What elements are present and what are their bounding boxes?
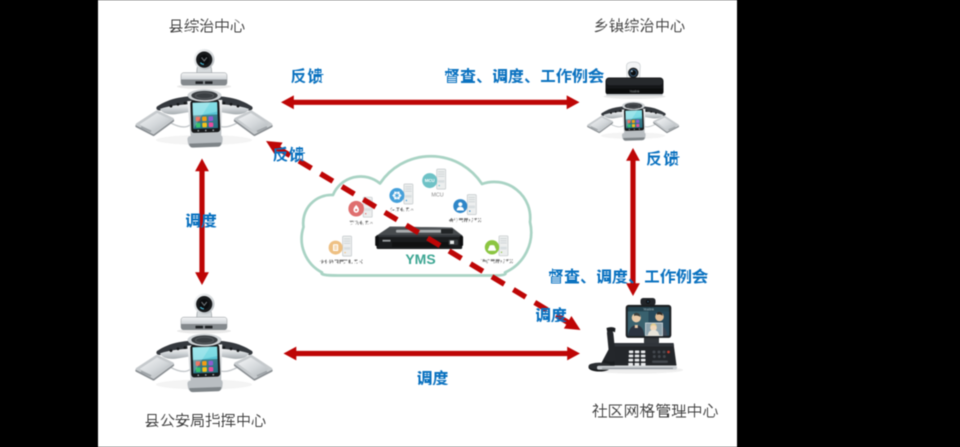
svg-text:MCU: MCU [431, 193, 443, 199]
svg-text:YMS: YMS [405, 251, 435, 267]
svg-text:Yealink: Yealink [643, 308, 654, 312]
svg-text:Yealink: Yealink [629, 90, 640, 94]
svg-text:MCU: MCU [425, 178, 435, 183]
